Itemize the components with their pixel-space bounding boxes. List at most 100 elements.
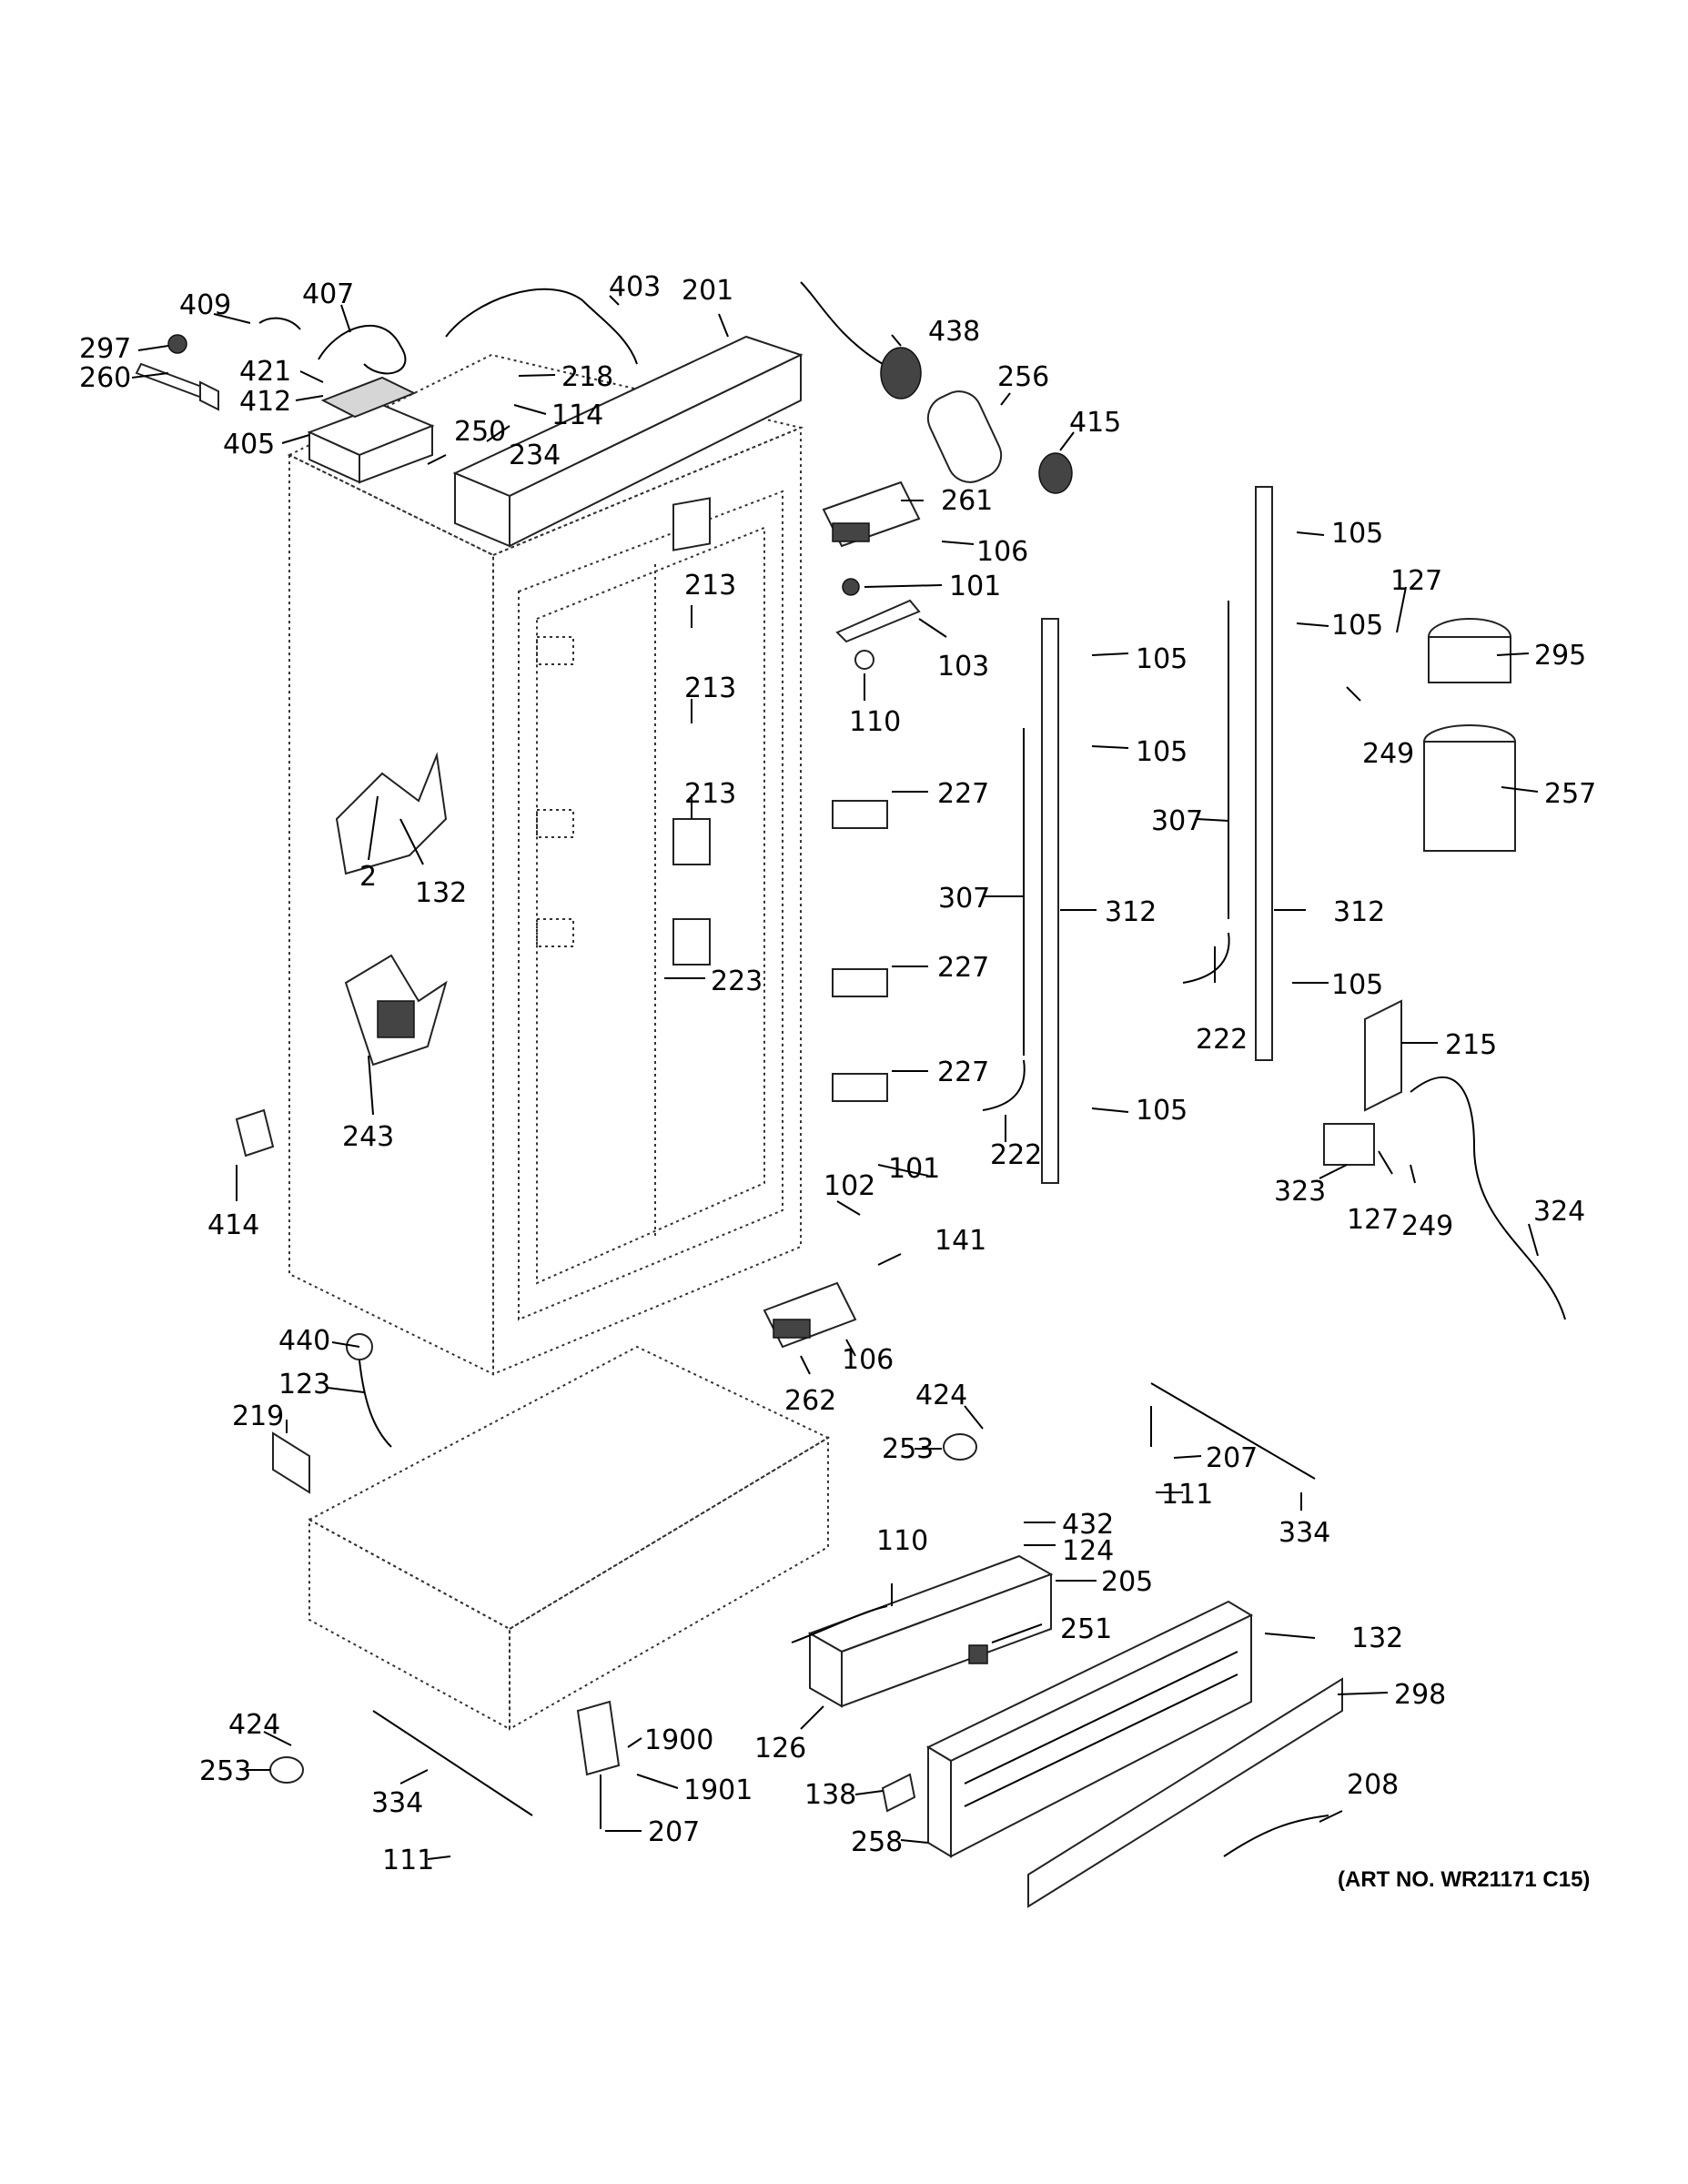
callout-251: 251 [1060, 1613, 1112, 1645]
callout-126: 126 [754, 1733, 806, 1764]
callout-labels: 409 407 403 201 297 260 421 412 405 218 … [79, 271, 1596, 1876]
bucket-295 [1428, 618, 1511, 683]
callout-258: 258 [851, 1826, 903, 1858]
callout-215: 215 [1445, 1029, 1497, 1061]
callout-1901: 1901 [683, 1774, 753, 1806]
harness-208 [1223, 1815, 1329, 1857]
part-110a [854, 650, 874, 670]
callout-409: 409 [179, 289, 231, 321]
callout-207a: 207 [1206, 1442, 1258, 1474]
plate-103 [835, 599, 921, 643]
cabinet-case [287, 353, 804, 1376]
cutout-2 [335, 752, 448, 875]
callout-405: 405 [223, 429, 275, 460]
callout-105d: 105 [1136, 736, 1188, 768]
callout-424a: 424 [915, 1380, 967, 1411]
rod-334a [372, 1710, 533, 1816]
callout-127b: 127 [1347, 1204, 1399, 1236]
callout-295: 295 [1534, 640, 1586, 672]
callout-105a: 105 [1331, 518, 1383, 550]
hinge-261 [822, 480, 921, 548]
callout-407: 407 [302, 278, 354, 310]
callout-207b: 207 [648, 1816, 700, 1848]
rod-334b [1150, 1382, 1316, 1480]
callout-243: 243 [342, 1121, 394, 1153]
callout-234: 234 [509, 440, 561, 471]
hinge-262 [763, 1281, 857, 1349]
callout-262: 262 [784, 1385, 836, 1417]
callout-223: 223 [711, 966, 763, 997]
pitcher-257 [1423, 724, 1516, 852]
callout-227a: 227 [937, 778, 989, 810]
callout-213b: 213 [684, 672, 736, 704]
callout-132a: 132 [415, 877, 467, 909]
valve-323 [1323, 1123, 1375, 1166]
callout-213c: 213 [684, 778, 736, 810]
bracket-260 [135, 334, 219, 411]
callout-106a: 106 [976, 536, 1028, 568]
callout-249a: 249 [1362, 738, 1414, 770]
callout-222b: 222 [1196, 1024, 1248, 1056]
callout-138: 138 [804, 1779, 856, 1811]
callout-127a: 127 [1390, 565, 1442, 597]
callout-219: 219 [232, 1400, 284, 1432]
filter-assembly [800, 281, 1073, 494]
rails-312 [1041, 486, 1273, 1184]
callout-424b: 424 [228, 1709, 280, 1741]
callout-261: 261 [941, 485, 993, 517]
module-243 [377, 1000, 415, 1038]
rails-307 [1023, 601, 1229, 1056]
callout-123: 123 [278, 1369, 330, 1400]
part-138 [881, 1773, 916, 1813]
callout-205: 205 [1101, 1566, 1153, 1598]
board-412 [320, 376, 417, 419]
callout-106b: 106 [842, 1344, 894, 1376]
leader-lines [131, 295, 1539, 1860]
shelf-brackets-227 [832, 800, 888, 1102]
callout-257: 257 [1544, 778, 1596, 810]
callout-110b: 110 [876, 1525, 928, 1557]
callout-312b: 312 [1333, 896, 1385, 928]
callout-307a: 307 [1151, 805, 1203, 837]
callout-414: 414 [207, 1209, 259, 1241]
callout-141: 141 [935, 1225, 986, 1257]
callout-103: 103 [937, 651, 989, 682]
callout-297: 297 [79, 333, 131, 365]
callout-102: 102 [824, 1170, 875, 1202]
callout-438: 438 [928, 316, 980, 348]
callout-101a: 101 [949, 571, 1001, 602]
strip-298 [1027, 1677, 1343, 1908]
callout-227c: 227 [937, 1057, 989, 1088]
callout-334b: 334 [371, 1787, 423, 1819]
callout-421: 421 [239, 356, 291, 388]
callout-1900: 1900 [644, 1724, 713, 1756]
part-414 [235, 1108, 275, 1158]
callout-110a: 110 [849, 706, 901, 738]
callout-101b: 101 [888, 1153, 940, 1185]
callout-132b: 132 [1351, 1623, 1403, 1654]
callout-2: 2 [359, 861, 377, 893]
callout-403: 403 [609, 271, 661, 303]
callout-334a: 334 [1279, 1517, 1330, 1549]
base-frame [307, 1345, 831, 1731]
bracket-215 [1364, 999, 1402, 1112]
callout-324: 324 [1533, 1196, 1585, 1228]
callout-440: 440 [278, 1325, 330, 1357]
callout-307b: 307 [938, 883, 990, 915]
callout-208: 208 [1347, 1769, 1399, 1801]
control-housing-201 [452, 335, 804, 548]
callout-222a: 222 [990, 1139, 1042, 1171]
callout-124: 124 [1062, 1535, 1114, 1567]
nut-101a [842, 578, 860, 596]
callout-105f: 105 [1136, 1095, 1188, 1127]
callout-111a: 111 [1161, 1479, 1213, 1511]
callout-312a: 312 [1105, 896, 1157, 928]
grille-258 [925, 1600, 1254, 1858]
light-covers-213 [672, 497, 711, 966]
clip-409 [258, 317, 301, 330]
callout-105c: 105 [1136, 643, 1188, 675]
switch-251 [968, 1644, 988, 1664]
art-number: (ART NO. WR21171 C15) [1338, 1867, 1590, 1892]
callout-323: 323 [1274, 1176, 1326, 1208]
